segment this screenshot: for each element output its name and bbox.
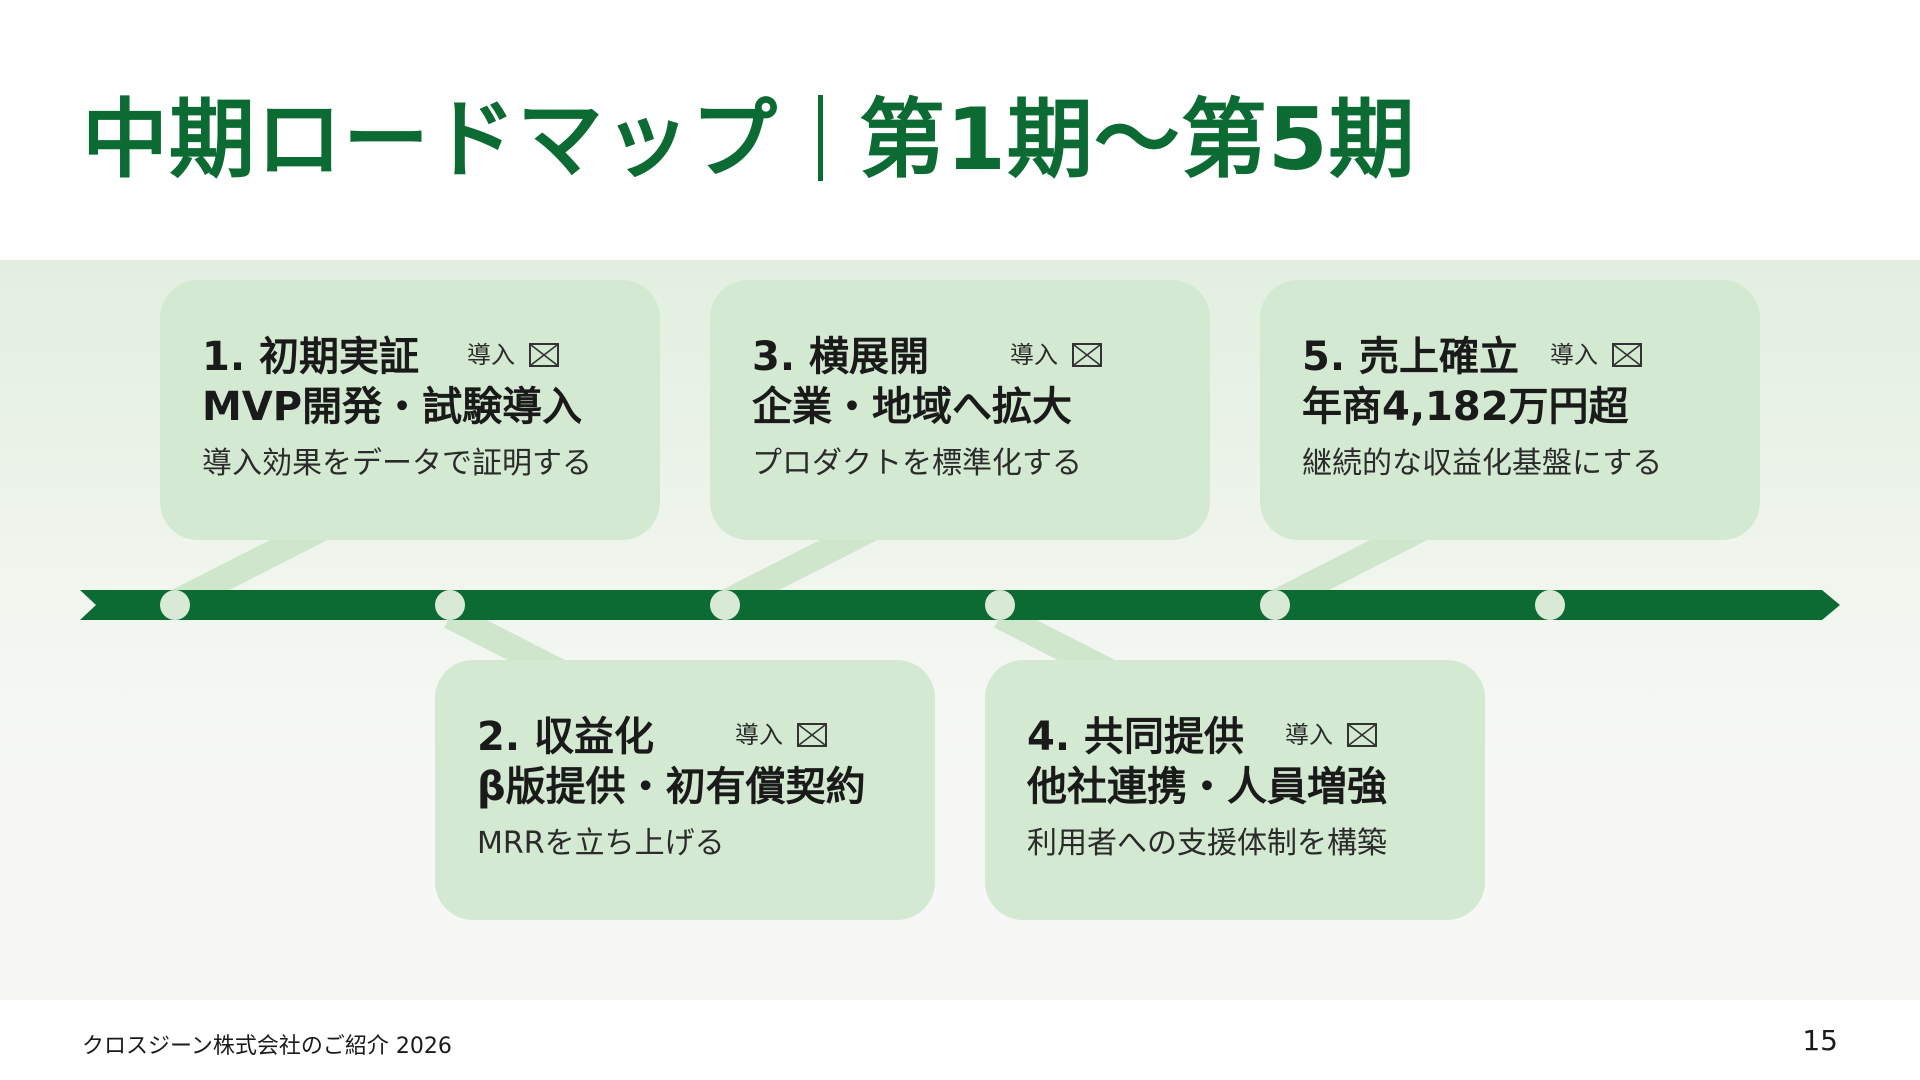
phase-description: 継続的な収益化基盤にする xyxy=(1302,446,1663,481)
missing-glyph-icon xyxy=(1612,343,1642,367)
phase-tag-label: 導入 xyxy=(1550,341,1598,369)
timeline-dot xyxy=(160,590,190,620)
phase-heading: 2. 収益化 xyxy=(477,714,654,760)
title-left: 中期ロードマップ xyxy=(82,90,778,190)
phase-tag-label: 導入 xyxy=(1285,721,1333,749)
timeline-bar xyxy=(80,590,1840,620)
phase-subheading: 年商4,182万円超 xyxy=(1302,384,1629,430)
timeline-dot xyxy=(710,590,740,620)
phase-tag: 導入 xyxy=(1010,340,1102,370)
page-title: 中期ロードマップ第1期〜第5期 xyxy=(82,90,1416,190)
phase-description: 導入効果をデータで証明する xyxy=(202,446,592,481)
phase-description: 利用者への支援体制を構築 xyxy=(1027,826,1387,861)
phase-card-2: 2. 収益化 導入 β版提供・初有償契約 MRRを立ち上げる xyxy=(435,660,935,920)
timeline-dot xyxy=(1260,590,1290,620)
phase-tag: 導入 xyxy=(467,340,559,370)
phase-card-3: 3. 横展開 導入 企業・地域へ拡大 プロダクトを標準化する xyxy=(710,280,1210,540)
phase-tag-label: 導入 xyxy=(735,721,783,749)
phase-subheading: β版提供・初有償契約 xyxy=(477,764,866,810)
phase-subheading: 他社連携・人員増強 xyxy=(1027,764,1387,810)
phase-description: プロダクトを標準化する xyxy=(752,446,1082,481)
timeline-dot xyxy=(985,590,1015,620)
phase-card-1: 1. 初期実証 導入 MVP開発・試験導入 導入効果をデータで証明する xyxy=(160,280,660,540)
missing-glyph-icon xyxy=(529,343,559,367)
phase-heading: 1. 初期実証 xyxy=(202,334,419,380)
title-separator xyxy=(818,95,823,181)
phase-heading: 3. 横展開 xyxy=(752,334,929,380)
title-right: 第1期〜第5期 xyxy=(859,90,1416,190)
phase-tag: 導入 xyxy=(735,720,827,750)
phase-tag-label: 導入 xyxy=(1010,341,1058,369)
timeline-dot xyxy=(435,590,465,620)
phase-card-5: 5. 売上確立 導入 年商4,182万円超 継続的な収益化基盤にする xyxy=(1260,280,1760,540)
missing-glyph-icon xyxy=(797,723,827,747)
phase-subheading: MVP開発・試験導入 xyxy=(202,384,583,430)
missing-glyph-icon xyxy=(1347,723,1377,747)
phase-tag-label: 導入 xyxy=(467,341,515,369)
phase-subheading: 企業・地域へ拡大 xyxy=(752,384,1072,430)
footer-company: クロスジーン株式会社のご紹介 2026 xyxy=(82,1034,452,1059)
phase-card-4: 4. 共同提供 導入 他社連携・人員増強 利用者への支援体制を構築 xyxy=(985,660,1485,920)
phase-heading: 5. 売上確立 xyxy=(1302,334,1519,380)
phase-heading: 4. 共同提供 xyxy=(1027,714,1244,760)
phase-description: MRRを立ち上げる xyxy=(477,826,725,861)
missing-glyph-icon xyxy=(1072,343,1102,367)
phase-tag: 導入 xyxy=(1285,720,1377,750)
phase-tag: 導入 xyxy=(1550,340,1642,370)
page-number: 15 xyxy=(1802,1024,1838,1057)
timeline-dot xyxy=(1535,590,1565,620)
